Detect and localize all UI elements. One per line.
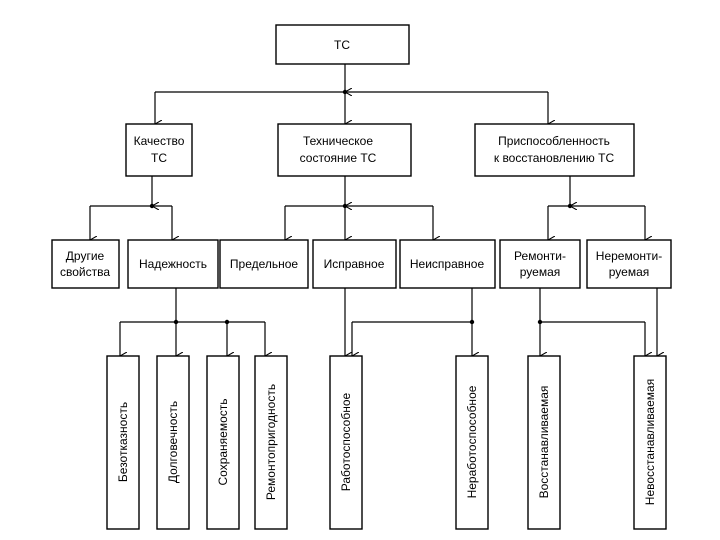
- node-maintainability: Ремонтопригодность: [254, 355, 288, 530]
- node-tech-state-label-1: Техническое: [303, 134, 373, 148]
- node-maintainability-label: Ремонтопригодность: [264, 384, 278, 500]
- node-adaptability-label-1: Приспособленность: [498, 134, 610, 148]
- node-adaptability: Приспособленность к восстановлению ТС: [474, 123, 635, 177]
- connector-lines: [90, 64, 657, 356]
- node-durability-label: Долговечность: [166, 401, 180, 483]
- node-nonrepairable-label-1: Неремонти-: [596, 249, 662, 263]
- node-inoperable: Неработоспособное: [455, 355, 489, 530]
- node-other-properties: Другие свойства: [51, 239, 120, 289]
- node-quality-label-2: ТС: [151, 151, 167, 165]
- node-nonrepairable-label-2: руемая: [609, 265, 650, 279]
- node-operable-label: Работоспособное: [339, 392, 353, 491]
- junction-dots: [149, 89, 573, 325]
- node-preservability-label: Сохраняемость: [216, 398, 230, 485]
- node-faultlessness: Безотказность: [106, 355, 140, 530]
- node-tech-state-label-2: состояние ТС: [300, 151, 377, 165]
- node-reliability-label: Надежность: [139, 257, 207, 271]
- node-nonrepairable: Неремонти- руемая: [586, 239, 672, 289]
- node-tech-state: Техническое состояние ТС: [277, 123, 412, 177]
- node-other-properties-label-1: Другие: [66, 249, 105, 263]
- node-faulty: Неисправное: [399, 239, 496, 289]
- node-serviceable-label: Исправное: [324, 257, 385, 271]
- node-faulty-label: Неисправное: [410, 257, 485, 271]
- node-faultlessness-label: Безотказность: [116, 402, 130, 482]
- node-operable: Работоспособное: [329, 355, 363, 530]
- node-inoperable-label: Неработоспособное: [465, 385, 479, 498]
- node-root-label: ТС: [334, 38, 350, 52]
- node-quality: Качество ТС: [125, 123, 193, 177]
- node-limit-state-label: Предельное: [230, 257, 299, 271]
- node-reliability: Надежность: [127, 239, 219, 289]
- node-repairable-label-2: руемая: [520, 265, 561, 279]
- node-restorable: Восстанавливаемая: [527, 355, 561, 530]
- node-repairable-label-1: Ремонти-: [514, 249, 566, 263]
- node-limit-state: Предельное: [219, 239, 309, 289]
- node-preservability: Сохраняемость: [206, 355, 240, 530]
- node-restorable-label: Восстанавливаемая: [537, 386, 551, 499]
- node-quality-label-1: Качество: [134, 134, 185, 148]
- node-adaptability-label-2: к восстановлению ТС: [494, 151, 615, 165]
- node-durability: Долговечность: [156, 355, 190, 530]
- node-nonrestorable: Невосстанавливаемая: [633, 355, 667, 530]
- node-serviceable: Исправное: [312, 239, 397, 289]
- node-other-properties-label-2: свойства: [60, 265, 110, 279]
- node-nonrestorable-label: Невосстанавливаемая: [643, 379, 657, 505]
- node-repairable: Ремонти- руемая: [499, 239, 581, 289]
- node-root: ТС: [275, 24, 410, 65]
